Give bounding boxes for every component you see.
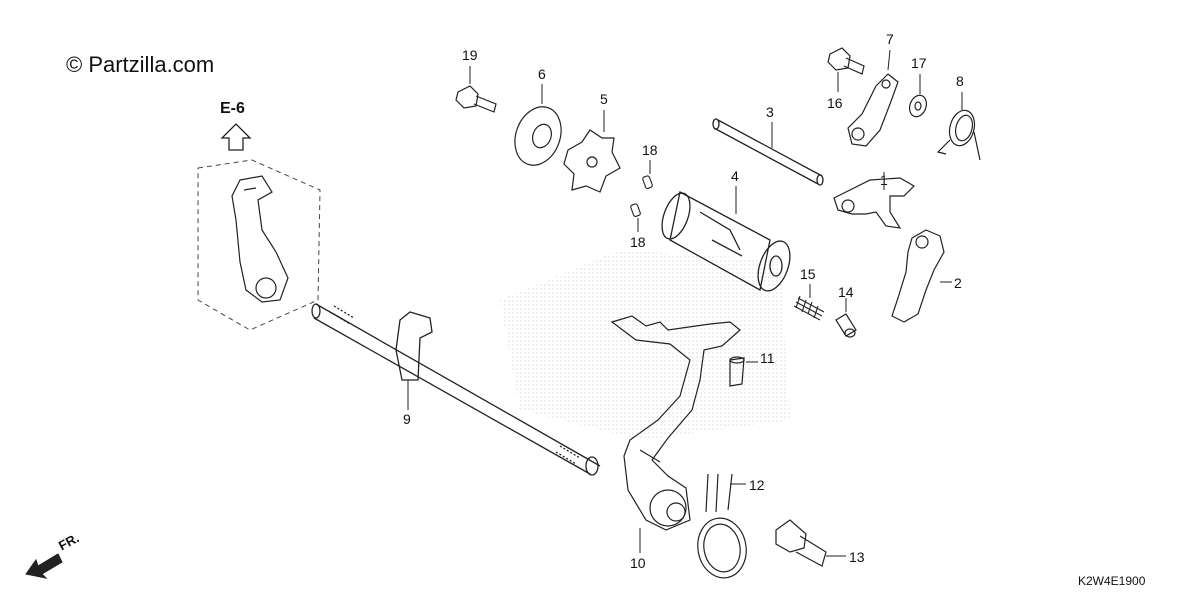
reference-arm-part bbox=[232, 176, 288, 302]
reference-dashed-box bbox=[198, 160, 320, 330]
star-plate-5 bbox=[564, 130, 620, 192]
callout-7: 7 bbox=[886, 31, 894, 47]
callout-12: 12 bbox=[749, 477, 765, 493]
shift-spindle-shaft bbox=[312, 304, 600, 475]
callout-2: 2 bbox=[954, 275, 962, 291]
callout-10: 10 bbox=[630, 555, 646, 571]
callout-8: 8 bbox=[956, 73, 964, 89]
leader-7 bbox=[888, 50, 890, 70]
callout-14: 14 bbox=[838, 284, 854, 300]
callout-19: 19 bbox=[462, 47, 478, 63]
dowel-pin-18b bbox=[630, 203, 641, 217]
shift-fork-1 bbox=[834, 178, 914, 228]
drum-plate-6 bbox=[507, 100, 569, 171]
diagram-code: K2W4E1900 bbox=[1078, 574, 1146, 588]
callout-18a: 18 bbox=[642, 142, 658, 158]
callout-13: 13 bbox=[849, 549, 865, 565]
stopper-arm-7 bbox=[848, 74, 898, 146]
background-stipple bbox=[500, 250, 790, 440]
callout-4: 4 bbox=[731, 168, 739, 184]
callout-5: 5 bbox=[600, 91, 608, 107]
return-spring-12 bbox=[693, 474, 751, 582]
bolt-19 bbox=[456, 86, 496, 112]
shift-fork-shaft-3 bbox=[713, 119, 823, 185]
dowel-pin-18a bbox=[642, 175, 653, 189]
washer-17 bbox=[907, 93, 930, 119]
shift-drum-4 bbox=[657, 189, 797, 295]
up-arrow-icon bbox=[222, 124, 250, 150]
callout-17: 17 bbox=[911, 55, 927, 71]
guide-pin-11 bbox=[730, 357, 744, 386]
bolt-16 bbox=[828, 48, 864, 74]
shift-arm-10 bbox=[612, 316, 740, 530]
spring-15 bbox=[794, 296, 824, 320]
return-spring-8 bbox=[938, 108, 980, 160]
callout-15: 15 bbox=[800, 266, 816, 282]
callout-6: 6 bbox=[538, 66, 546, 82]
shift-fork-2 bbox=[892, 230, 944, 322]
plunger-14 bbox=[836, 314, 856, 337]
watermark-text: © Partzilla.com bbox=[66, 52, 215, 77]
reference-label: E-6 bbox=[220, 100, 245, 117]
pivot-bolt-13 bbox=[776, 520, 826, 566]
callout-18b: 18 bbox=[630, 234, 646, 250]
callout-9: 9 bbox=[403, 411, 411, 427]
front-arrow-icon bbox=[26, 554, 62, 578]
callout-16: 16 bbox=[827, 95, 843, 111]
callout-3: 3 bbox=[766, 104, 774, 120]
